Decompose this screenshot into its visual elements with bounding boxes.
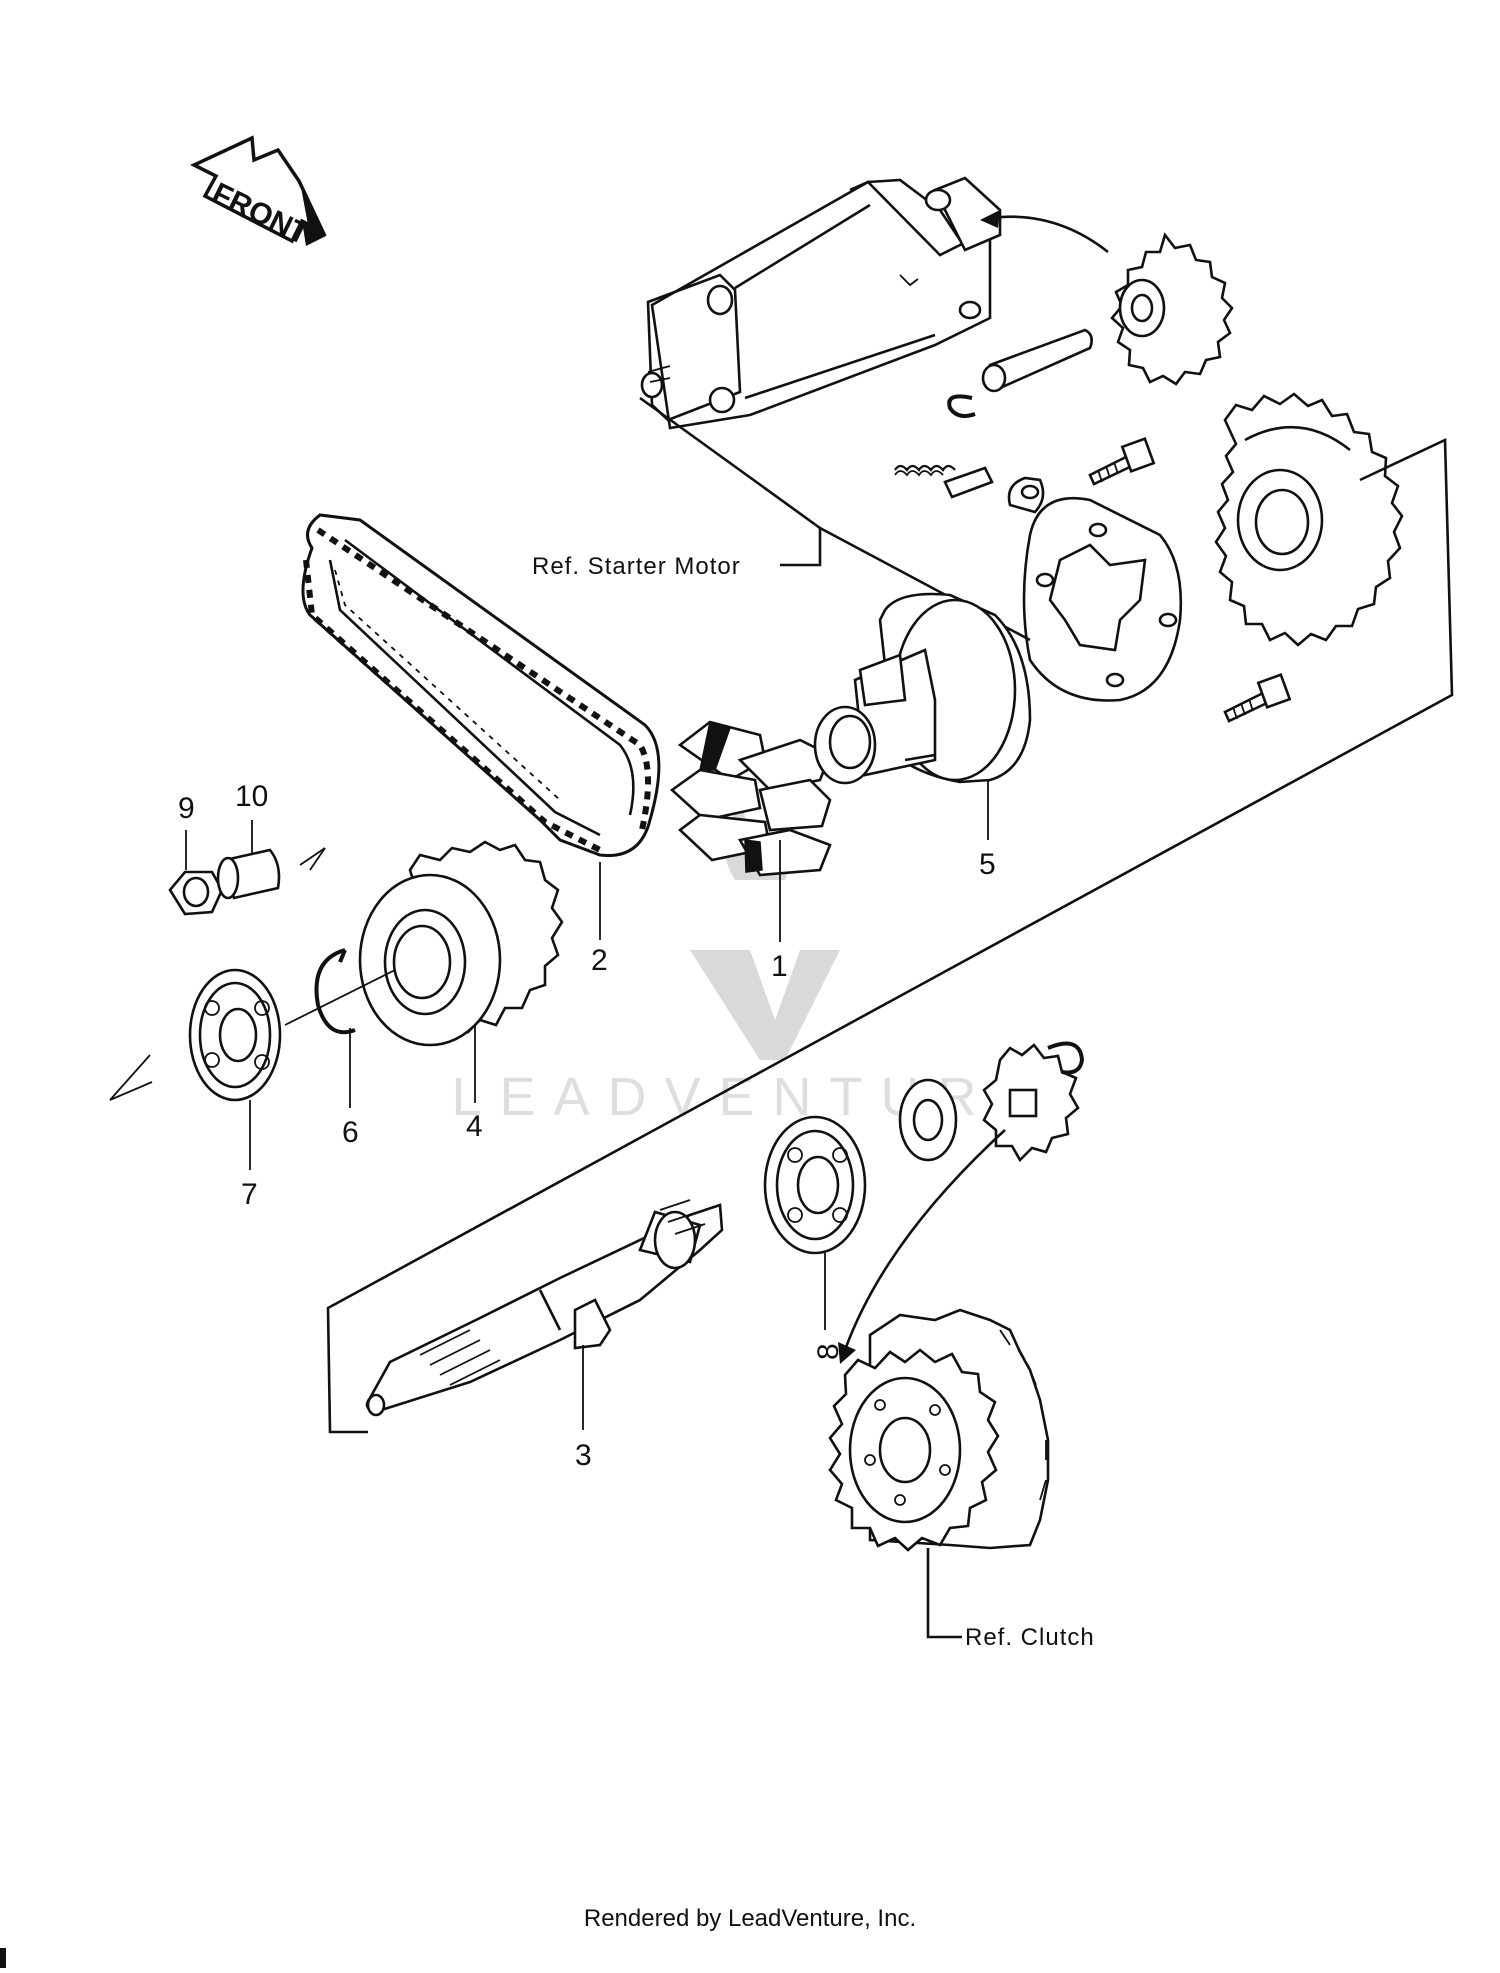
- ball-bearing-left: [188, 968, 282, 1102]
- ball-bearing-right: [763, 1115, 867, 1255]
- callout-10: 10: [235, 780, 268, 813]
- oil-seal: [898, 1078, 958, 1162]
- output-shaft: [365, 1199, 724, 1417]
- output-gear: [982, 1043, 1080, 1163]
- gear-direction-arrow: [980, 210, 1109, 254]
- watermark-text: LEADVENTURE: [451, 1067, 1048, 1127]
- callout-leaders: [185, 780, 989, 1430]
- starter-idle-gear: [1110, 232, 1234, 386]
- roller-cap: [1007, 476, 1045, 514]
- bolt-upper: [1088, 437, 1156, 486]
- footer-credit: Rendered by LeadVenture, Inc.: [583, 1905, 917, 1932]
- callout-9: 9: [178, 792, 195, 825]
- starter-chain: [301, 513, 661, 858]
- callout-5: 5: [979, 848, 996, 881]
- starter-driven-gear: [1214, 392, 1404, 647]
- nut: [168, 870, 224, 916]
- gear-direction-arrow-lower: [838, 1129, 1006, 1364]
- clutch-leader: [926, 1548, 962, 1639]
- callout-8: 8: [812, 1343, 845, 1360]
- starter-clutch-housing: [1022, 496, 1183, 702]
- callout-3: 3: [575, 1439, 592, 1472]
- clutch-springs: [894, 464, 956, 477]
- secondary-drive-gear: [358, 840, 564, 1047]
- damper-rubber: [669, 720, 832, 877]
- roller-pin: [943, 466, 994, 499]
- callout-4: 4: [466, 1110, 483, 1143]
- ref-clutch-label: Ref. Clutch: [965, 1624, 1095, 1651]
- left-centerline: [109, 847, 396, 1101]
- starter-motor-assembly: [640, 176, 1002, 430]
- corner-mark: [0, 1948, 6, 1968]
- callout-2: 2: [591, 944, 608, 977]
- starter-clutch-hub: [813, 592, 1032, 785]
- collar: [216, 848, 281, 900]
- circlip: [314, 948, 356, 1035]
- gear-circlip: [1047, 1041, 1085, 1075]
- assembly-bracket-right: [326, 437, 1454, 1434]
- front-arrow-icon: FRONT: [189, 135, 327, 252]
- idle-gear-shaft: [981, 328, 1093, 393]
- clutch-housing: [828, 1308, 1050, 1552]
- callout-7: 7: [241, 1178, 258, 1211]
- callout-1: 1: [771, 950, 788, 983]
- bolt-lower: [1223, 673, 1292, 723]
- shaft-circlip: [947, 394, 976, 418]
- callout-6: 6: [342, 1116, 359, 1149]
- ref-starter-motor-label: Ref. Starter Motor: [532, 553, 741, 580]
